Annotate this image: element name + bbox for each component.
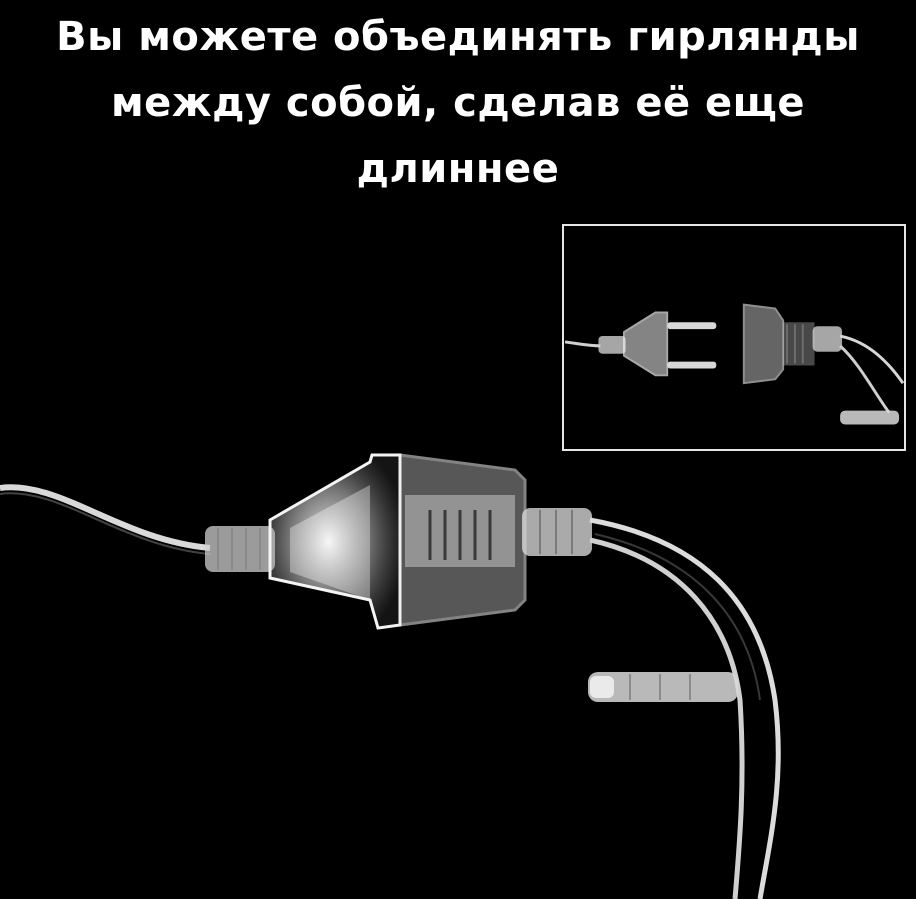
headline-line-3: длиннее	[356, 146, 560, 192]
plug-body	[268, 453, 402, 630]
cable-boot-left	[205, 526, 275, 572]
socket-body	[398, 453, 527, 627]
end-cap-connector	[588, 672, 738, 702]
headline: Вы можете объединять гирлянды между собо…	[0, 4, 916, 202]
separated-plugs-photo	[564, 303, 904, 425]
inset-photo-frame	[562, 224, 906, 451]
cable-boot-right	[522, 508, 592, 556]
headline-line-2: между собой, сделав её еще	[110, 80, 805, 126]
headline-line-1: Вы можете объединять гирлянды	[56, 14, 860, 60]
